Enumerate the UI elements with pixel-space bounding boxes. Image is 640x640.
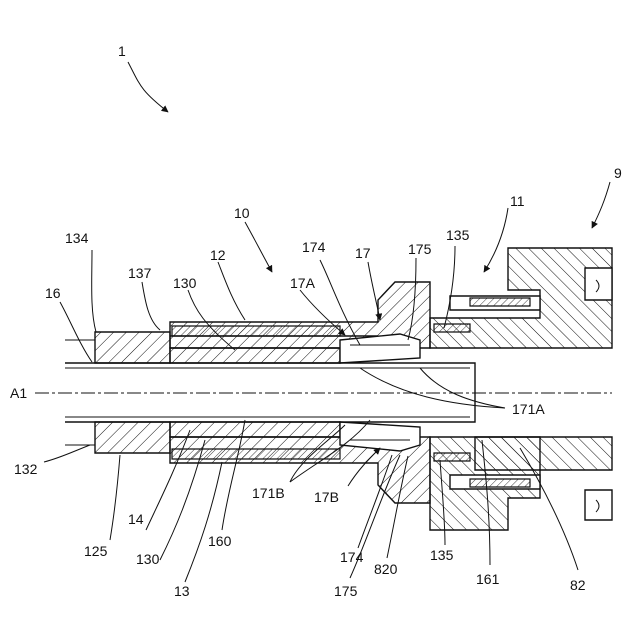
label-130-bot: 130 (136, 551, 160, 567)
label-171A: 171A (512, 401, 545, 417)
label-125: 125 (84, 543, 108, 559)
label-a1: A1 (10, 385, 27, 401)
label-135-bot: 135 (430, 547, 454, 563)
label-820: 820 (374, 561, 398, 577)
label-175-bot: 175 (334, 583, 358, 599)
label-11: 11 (510, 193, 525, 209)
label-12: 12 (210, 247, 226, 263)
label-17B: 17B (314, 489, 339, 505)
label-132: 132 (14, 461, 38, 477)
label-13: 13 (174, 583, 190, 599)
label-130-top: 130 (173, 275, 197, 291)
label-137: 137 (128, 265, 152, 281)
label-17: 17 (355, 245, 371, 261)
label-135-top: 135 (446, 227, 470, 243)
label-175-top: 175 (408, 241, 432, 257)
label-171B: 171B (252, 485, 285, 501)
label-160: 160 (208, 533, 232, 549)
label-14: 14 (128, 511, 144, 527)
label-9: 9 (614, 165, 622, 181)
label-1: 1 (118, 43, 126, 59)
label-174-top: 174 (302, 239, 326, 255)
label-134: 134 (65, 230, 89, 246)
label-17A: 17A (290, 275, 316, 291)
label-10: 10 (234, 205, 250, 221)
collet-17-lower (340, 422, 420, 451)
label-161: 161 (476, 571, 500, 587)
label-174-bot: 174 (340, 549, 364, 565)
label-16: 16 (45, 285, 61, 301)
label-82: 82 (570, 577, 586, 593)
